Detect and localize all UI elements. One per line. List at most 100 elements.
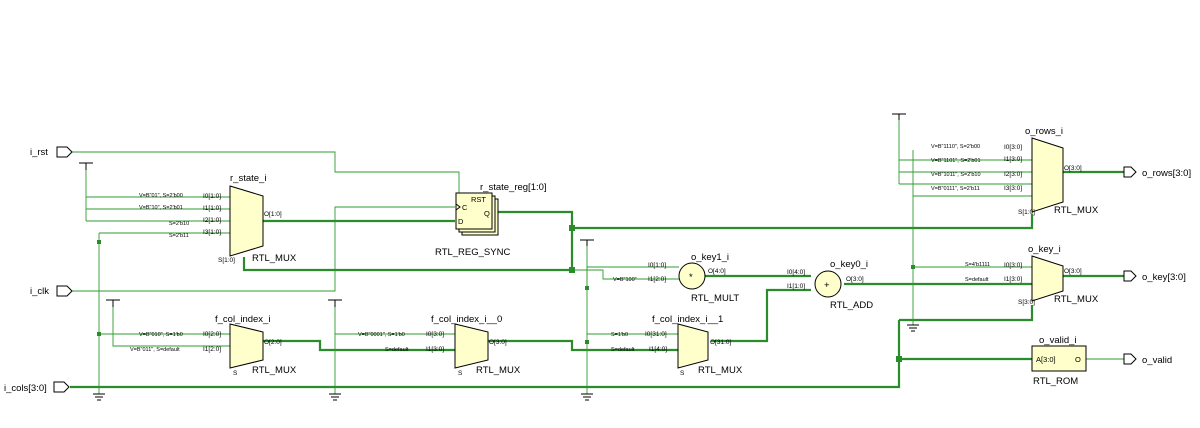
port-o-key-label: o_key[3:0] [1142, 272, 1186, 283]
mux-r-state-i[interactable]: r_state_i RTL_MUX I0[1:0] I1[1:0] I2[1:0… [139, 173, 297, 264]
port-i-cols[interactable]: i_cols[3:0] [4, 381, 70, 394]
port-i-rst-label: i_rst [30, 147, 48, 158]
port-i-clk[interactable]: i_clk [30, 285, 73, 297]
o-key-i-type: RTL_MUX [1054, 294, 1099, 305]
o-rows-i-val-2: V=B"1011", S=2'b10 [931, 172, 981, 178]
r-state-i-type: RTL_MUX [252, 253, 297, 264]
o-key1-i-pin-o: O[4:0] [708, 268, 726, 275]
f-col-index-i-1-pin-i1: I1[4:0] [649, 346, 667, 353]
r-state-i-pin-i1: I1[1:0] [203, 205, 221, 212]
rom-o-valid-i[interactable]: o_valid_i RTL_ROM A[3:0] O [1031, 335, 1087, 387]
o-key0-i-pin-i0: I0[4:0] [787, 269, 805, 276]
f-col-index-i-1-type: RTL_MUX [698, 365, 743, 376]
o-key0-i-name: o_key0_i [830, 259, 868, 270]
port-o-key[interactable]: o_key[3:0] [1123, 270, 1186, 283]
port-i-cols-label: i_cols[3:0] [4, 383, 47, 394]
o-key1-i-type: RTL_MULT [691, 293, 739, 304]
f-col-index-i-0-pin-i1: I1[3:0] [426, 346, 444, 353]
f-col-index-i-type: RTL_MUX [252, 365, 297, 376]
f-col-index-i-0-name: f_col_index_i__0 [431, 314, 502, 325]
port-i-clk-label: i_clk [30, 286, 49, 297]
f-col-index-i-1-pin-i0: I0[31:0] [645, 331, 667, 338]
r-state-i-pin-i3: I3[1:0] [203, 229, 221, 236]
wires [70, 118, 1124, 394]
f-col-index-i-pin-i1: I1[2:0] [203, 346, 221, 353]
o-rows-i-pin-s: S[1:0] [1018, 209, 1035, 216]
r-state-reg-pin-q: Q [484, 209, 490, 218]
r-state-i-val-0: V=B"01", S=2'b00 [139, 193, 183, 199]
o-rows-i-pin-i3: I3[3:0] [1004, 185, 1022, 192]
r-state-i-name: r_state_i [230, 173, 266, 184]
mux-f-col-index-i[interactable]: f_col_index_i RTL_MUX I0[2:0] I1[2:0] O[… [130, 314, 297, 377]
mux-o-key-i[interactable]: o_key_i RTL_MUX I0[3:0] I1[3:0] O[3:0] S… [965, 244, 1099, 306]
port-o-valid-label: o_valid [1142, 355, 1172, 366]
o-key0-i-pin-i1: I1[1:0] [787, 283, 805, 290]
f-col-index-i-0-val-0: V=B"0001", S=1'b0 [358, 332, 405, 338]
r-state-reg-type: RTL_REG_SYNC [435, 247, 510, 258]
vdd-symbols [79, 113, 906, 307]
f-col-index-i-val-0: V=B"010", S=1'b0 [139, 332, 183, 338]
r-state-i-pin-o: O[1:0] [264, 211, 282, 218]
f-col-index-i-1-pin-s: S [680, 370, 685, 377]
o-key0-i-symbol: + [824, 280, 830, 291]
ground-symbols [93, 324, 919, 401]
port-i-rst[interactable]: i_rst [30, 146, 73, 158]
o-key0-i-type: RTL_ADD [830, 300, 873, 311]
f-col-index-i-pin-i0: I0[2:0] [203, 331, 221, 338]
mux-o-rows-i[interactable]: o_rows_i RTL_MUX I0[3:0] I1[3:0] I2[3:0]… [931, 126, 1099, 216]
junction-dots [97, 225, 915, 362]
o-key1-i-pin-i1: I1[2:0] [648, 276, 666, 283]
o-key-i-pin-i0: I0[3:0] [1004, 262, 1022, 269]
o-key1-i-val-0: V=B"100" [613, 277, 637, 283]
o-key-i-pin-s: S[3:0] [1018, 299, 1035, 306]
o-key1-i-name: o_key1_i [691, 252, 729, 263]
o-rows-i-val-0: V=B"1110", S=2'b00 [931, 144, 980, 150]
o-key-i-pin-o: O[3:0] [1064, 268, 1082, 275]
f-col-index-i-pin-s: S [233, 370, 238, 377]
mult-o-key1-i[interactable]: * o_key1_i RTL_MULT I0[1:0] I1[2:0] O[4:… [613, 252, 739, 304]
o-rows-i-pin-i0: I0[3:0] [1004, 144, 1022, 151]
r-state-i-val-1: V=B"10", S=2'b01 [139, 205, 183, 211]
port-o-rows[interactable]: o_rows[3:0] [1123, 166, 1191, 179]
r-state-i-pin-i0: I0[1:0] [203, 193, 221, 200]
o-valid-i-pin-o: O [1075, 355, 1081, 364]
mux-f-col-index-i-1[interactable]: f_col_index_i__1 RTL_MUX I0[31:0] I1[4:0… [611, 314, 743, 377]
o-rows-i-type: RTL_MUX [1054, 205, 1099, 216]
f-col-index-i-1-name: f_col_index_i__1 [652, 314, 723, 325]
f-col-index-i-0-val-1: S=default [385, 347, 409, 353]
o-valid-i-pin-a: A[3:0] [1036, 355, 1056, 364]
o-key1-i-symbol: * [689, 272, 693, 283]
o-rows-i-val-3: V=B"0111", S=2'b11 [931, 186, 980, 192]
adder-o-key0-i[interactable]: + o_key0_i RTL_ADD I0[4:0] I1[1:0] O[3:0… [787, 259, 873, 311]
port-o-valid[interactable]: o_valid [1123, 353, 1172, 366]
o-rows-i-pin-o: O[3:0] [1064, 165, 1082, 172]
r-state-i-val-2: S=2'b10 [169, 221, 189, 227]
r-state-i-pin-s: S[1:0] [218, 257, 235, 264]
f-col-index-i-0-pin-o: O[3:0] [489, 339, 507, 346]
o-key-i-name: o_key_i [1028, 244, 1061, 255]
register-r-state-reg[interactable]: r_state_reg[1:0] RTL_REG_SYNC RST C D Q [435, 182, 547, 258]
f-col-index-i-val-1: V=B"011", S=default [130, 347, 180, 353]
o-valid-i-name: o_valid_i [1039, 335, 1077, 346]
port-o-rows-label: o_rows[3:0] [1142, 168, 1191, 179]
o-rows-i-pin-i1: I1[3:0] [1004, 156, 1022, 163]
mux-f-col-index-i-0[interactable]: f_col_index_i__0 RTL_MUX I0[3:0] I1[3:0]… [358, 314, 521, 377]
o-key-i-val-0: S=4'b1111 [965, 262, 990, 268]
f-col-index-i-0-type: RTL_MUX [476, 365, 521, 376]
f-col-index-i-0-pin-s: S [458, 370, 463, 377]
o-key1-i-pin-i0: I0[1:0] [648, 262, 666, 269]
o-rows-i-name: o_rows_i [1025, 126, 1063, 137]
o-key0-i-pin-o: O[3:0] [846, 276, 864, 283]
o-key-i-val-1: S=default [965, 277, 989, 283]
f-col-index-i-1-pin-o: O[31:0] [710, 339, 732, 346]
r-state-reg-name: r_state_reg[1:0] [480, 182, 547, 193]
r-state-reg-pin-rst: RST [471, 195, 486, 204]
o-key-i-pin-i1: I1[3:0] [1004, 276, 1022, 283]
o-valid-i-type: RTL_ROM [1033, 376, 1078, 387]
r-state-i-pin-i2: I2[1:0] [203, 217, 221, 224]
f-col-index-i-0-pin-i0: I0[3:0] [426, 331, 444, 338]
r-state-reg-pin-c: C [462, 203, 468, 212]
f-col-index-i-name: f_col_index_i [215, 314, 270, 325]
f-col-index-i-1-val-1: S=default [611, 347, 635, 353]
